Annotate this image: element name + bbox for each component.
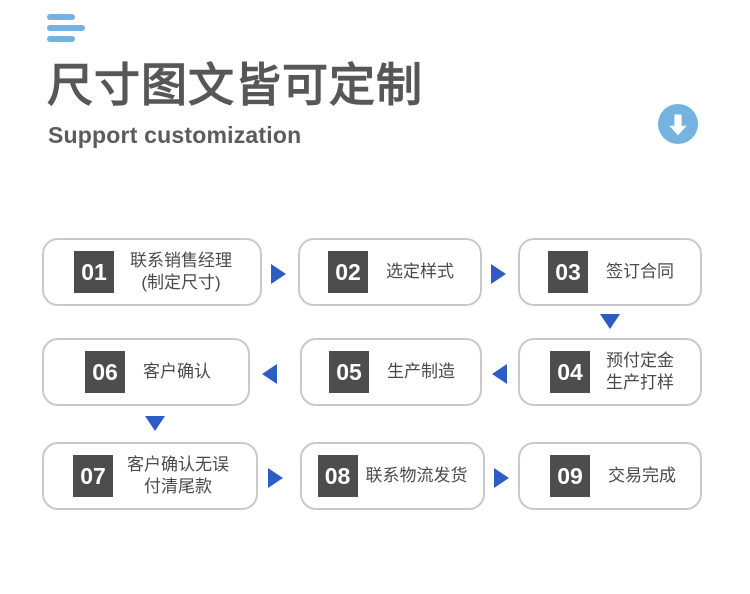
step-number-badge: 06: [85, 351, 125, 393]
step-box-04[interactable]: 04 预付定金 生产打样: [518, 338, 702, 406]
step-box-09[interactable]: 09 交易完成: [518, 442, 702, 510]
step-box-07[interactable]: 07 客户确认无误 付清尾款: [42, 442, 258, 510]
step-box-06[interactable]: 06 客户确认: [42, 338, 250, 406]
header-section: 尺寸图文皆可定制 Support customization: [0, 0, 750, 200]
step-label: 联系物流发货: [365, 466, 468, 485]
arrow-down-circle-icon[interactable]: [658, 104, 698, 144]
step-label: 客户确认无误 付清尾款: [127, 455, 229, 496]
step-label: 联系销售经理 (制定尺寸): [130, 251, 232, 292]
step-label: 客户确认: [143, 362, 211, 381]
arrow-down-icon: [600, 314, 620, 329]
step-label: 选定样式: [386, 262, 454, 281]
arrow-left-icon: [492, 364, 507, 384]
arrow-left-icon: [262, 364, 277, 384]
page-subtitle: Support customization: [48, 122, 302, 148]
step-box-05[interactable]: 05 生产制造: [300, 338, 482, 406]
flow-row-3: 07 客户确认无误 付清尾款 08 联系物流发货 09 交易完成: [0, 442, 750, 510]
step-number-badge: 09: [550, 455, 590, 497]
step-number-badge: 05: [329, 351, 369, 393]
menu-bar-middle: [47, 25, 85, 31]
page-title: 尺寸图文皆可定制: [47, 59, 423, 111]
process-flowchart: 01 联系销售经理 (制定尺寸) 02 选定样式 03 签订合同 06 客户确认…: [0, 220, 750, 520]
step-box-08[interactable]: 08 联系物流发货: [300, 442, 485, 510]
arrow-right-icon: [494, 468, 509, 488]
menu-bar-bottom: [47, 36, 75, 42]
flow-row-1: 01 联系销售经理 (制定尺寸) 02 选定样式 03 签订合同: [0, 238, 750, 306]
menu-bars-icon: [47, 14, 87, 46]
arrow-right-icon: [268, 468, 283, 488]
step-label: 交易完成: [608, 466, 676, 485]
step-number-badge: 04: [550, 351, 590, 393]
menu-bar-top: [47, 14, 75, 20]
step-box-03[interactable]: 03 签订合同: [518, 238, 702, 306]
step-number-badge: 02: [328, 251, 368, 293]
step-number-badge: 07: [73, 455, 113, 497]
step-number-badge: 01: [74, 251, 114, 293]
step-box-02[interactable]: 02 选定样式: [298, 238, 482, 306]
step-label: 预付定金 生产打样: [606, 351, 674, 392]
step-number-badge: 03: [548, 251, 588, 293]
arrow-right-icon: [491, 264, 506, 284]
flow-row-2: 06 客户确认 05 生产制造 04 预付定金 生产打样: [0, 338, 750, 406]
arrow-down-icon: [145, 416, 165, 431]
step-label: 签订合同: [606, 262, 674, 281]
step-number-badge: 08: [317, 455, 358, 497]
step-box-01[interactable]: 01 联系销售经理 (制定尺寸): [42, 238, 262, 306]
arrow-right-icon: [271, 264, 286, 284]
step-label: 生产制造: [387, 362, 455, 381]
